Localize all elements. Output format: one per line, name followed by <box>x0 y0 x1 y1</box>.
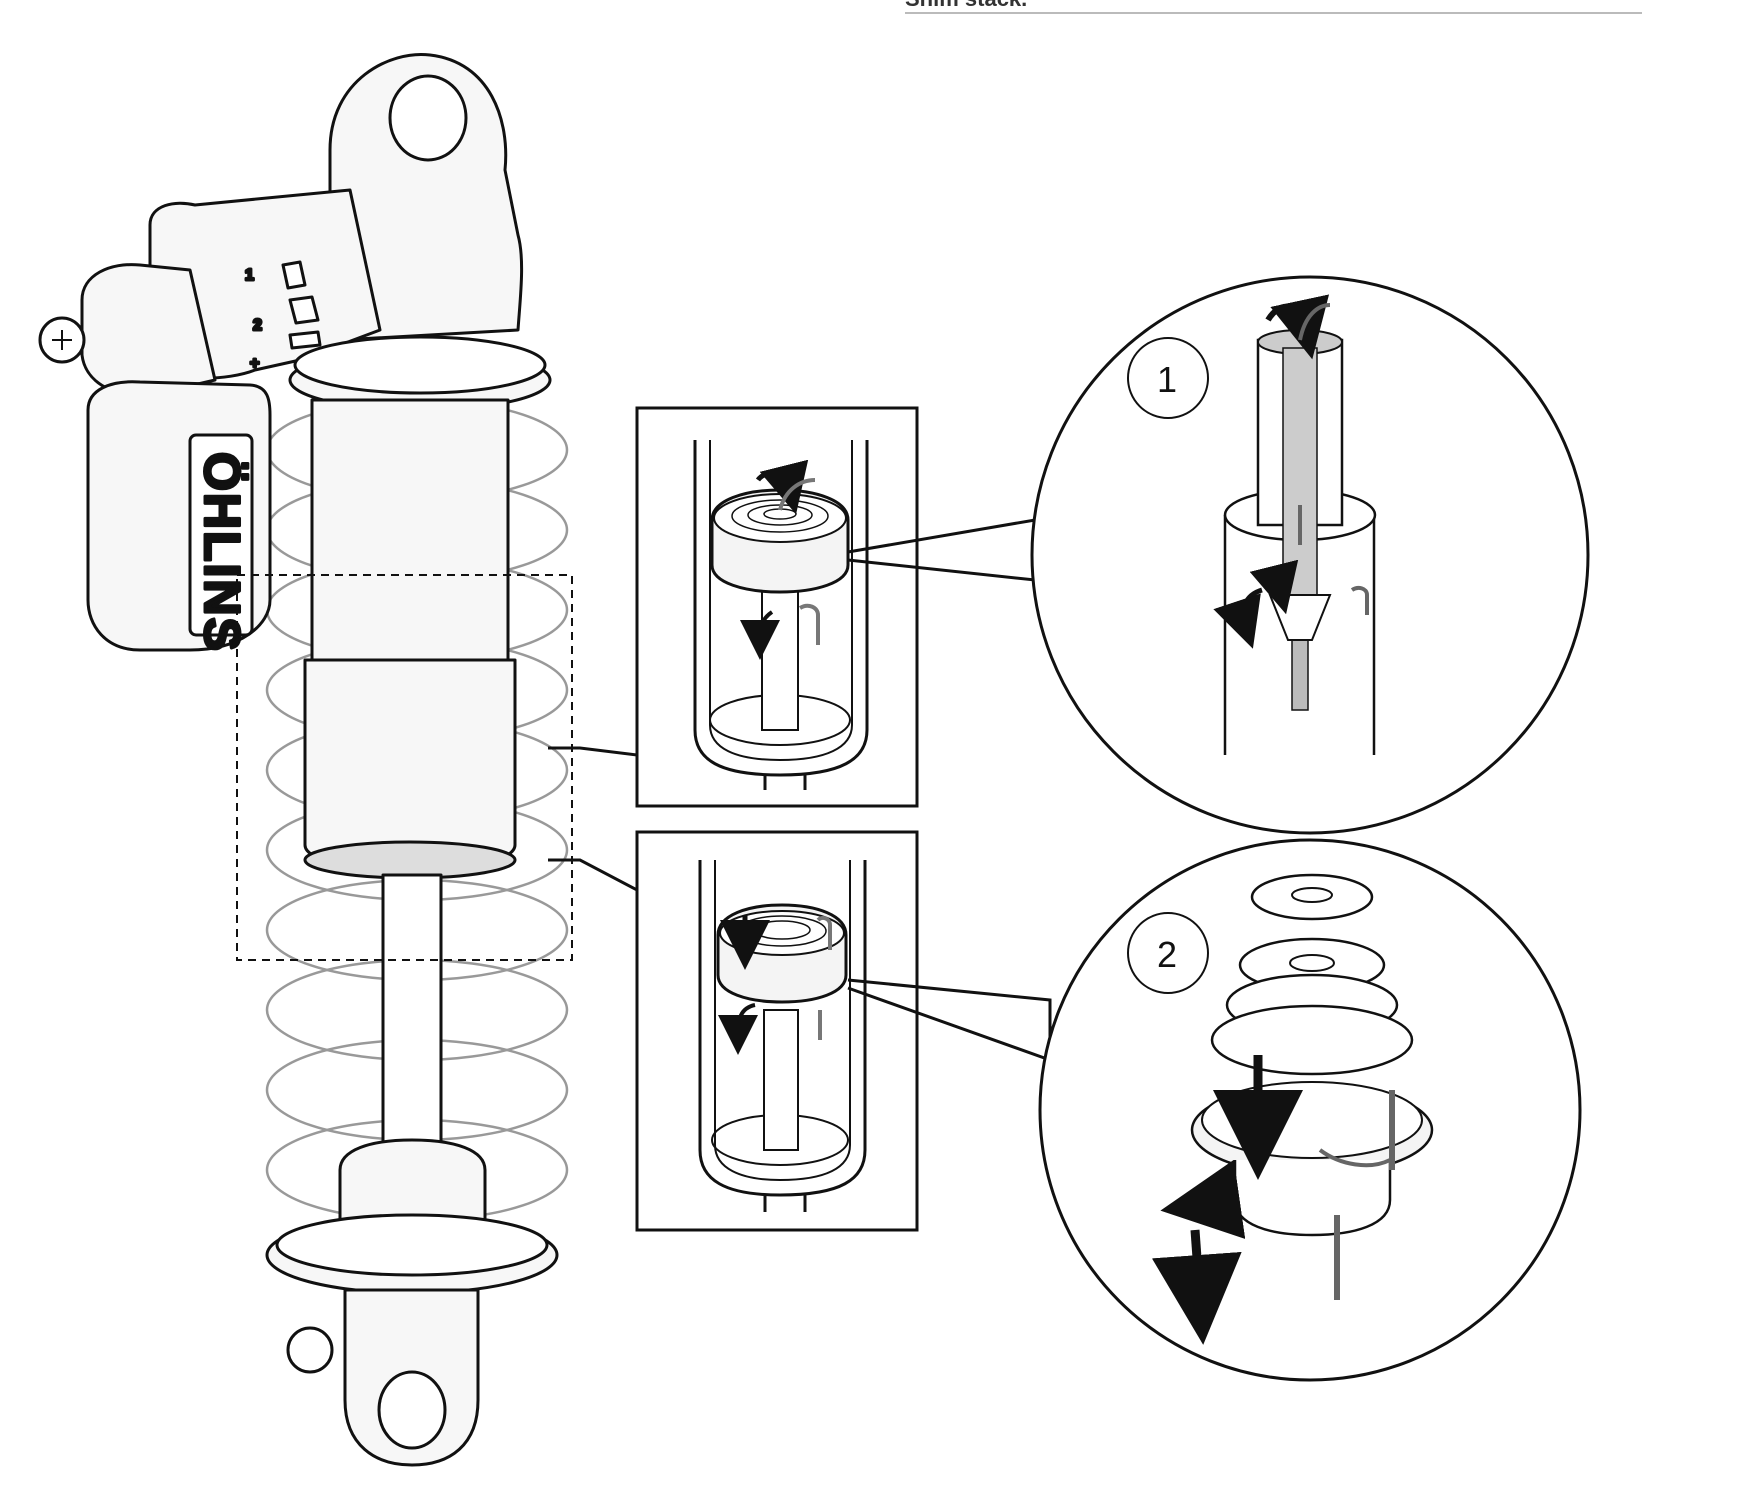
damper-shaft <box>381 873 443 1177</box>
top-eyelet <box>328 52 524 342</box>
preload-collar-top <box>293 335 547 395</box>
lower-return-arrow-icon <box>816 915 832 950</box>
lower-rod <box>763 1009 799 1151</box>
detail-box-upper <box>635 406 919 808</box>
upper-rod <box>761 589 799 731</box>
callout-1-flow-channel <box>1282 347 1318 619</box>
callout-2-shim-top <box>1250 873 1374 921</box>
reservoir-notch-2 <box>288 295 320 325</box>
reservoir-mark-1: 1 <box>245 267 254 284</box>
leader-line-upper <box>548 746 638 757</box>
detail-selection-box <box>236 574 573 961</box>
upper-flow-arrow-icon <box>755 459 809 515</box>
air-sleeve <box>310 398 510 662</box>
upper-tube-outer <box>693 440 869 777</box>
callout-circle-1: 1 <box>1030 275 1590 835</box>
callout-2-outflow-arrow-icon <box>1160 1159 1246 1239</box>
air-sleeve-lower <box>303 658 517 872</box>
reservoir-notch-3 <box>288 330 322 350</box>
callout-2-shim-2-hole <box>1289 954 1335 972</box>
callout-2-piston-skirt <box>1233 1160 1392 1237</box>
bottom-knob-icon <box>286 1326 334 1374</box>
lower-side-arrow-icon <box>718 1003 759 1055</box>
lower-tube-outer <box>698 860 867 1197</box>
upper-tube-inner <box>709 440 853 762</box>
reservoir-head <box>80 263 217 397</box>
callout-number-2: 2 <box>1157 934 1177 975</box>
callout-circle-2: 2 <box>1038 838 1582 1382</box>
callout-2-drop-arrow-icon <box>1151 1229 1242 1345</box>
callout-number-badge-1 <box>1127 337 1209 419</box>
reservoir-notch-1 <box>281 260 307 290</box>
callout-1-side-arrow-icon <box>1249 559 1299 615</box>
leader-line-lower <box>548 858 638 892</box>
callout-leader-2 <box>847 978 1052 1063</box>
shock-absorber: 1 2 + ÖHLINS <box>38 52 569 1467</box>
bottom-eyelet-hole <box>377 1370 447 1450</box>
callout-2-shim-top-hole <box>1291 887 1333 903</box>
reservoir-mark-2: 2 <box>253 317 262 334</box>
upper-side-return-icon <box>798 603 820 645</box>
callout-1-right-return-icon <box>1350 585 1369 615</box>
header-cut-text: Shim stack. <box>905 0 1027 11</box>
callout-number-badge-2 <box>1127 912 1209 994</box>
callout-1-return-arrow-icon <box>1298 303 1331 341</box>
bottom-out-bumper <box>338 1138 487 1232</box>
callout-number-1: 1 <box>1157 359 1177 400</box>
air-sleeve-seal <box>303 840 517 880</box>
upper-piston-top <box>713 493 847 543</box>
upper-side-arrow-icon <box>740 610 781 660</box>
lower-tube-inner <box>714 860 851 1182</box>
spring-seat-top <box>275 1213 549 1277</box>
callout-2-flow-loop-icon <box>1318 1148 1391 1168</box>
detail-box-lower <box>635 830 919 1232</box>
brand-logo-text: ÖHLINS <box>194 452 250 653</box>
reservoir-mark-3: + <box>250 355 259 372</box>
upper-return-arrow-icon <box>778 478 816 511</box>
top-eyelet-hole <box>388 74 468 162</box>
callout-2-shim-4 <box>1210 1004 1414 1076</box>
